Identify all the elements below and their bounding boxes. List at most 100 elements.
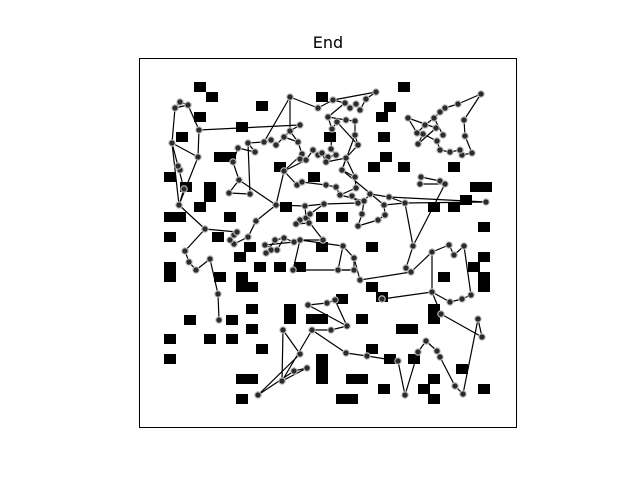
graph-edge [187,104,200,131]
obstacle-block [316,242,328,252]
graph-node [327,145,335,153]
graph-edge [178,204,206,230]
obstacle-block [428,394,440,404]
obstacle-block [368,162,380,172]
graph-node [441,104,449,112]
obstacle-block [376,112,388,122]
graph-node [175,201,183,209]
obstacle-block [236,282,248,292]
graph-node [436,108,444,116]
graph-node [226,236,234,244]
graph-node [404,114,412,122]
graph-node [363,352,371,360]
graph-node [260,138,268,146]
graph-node [409,242,417,250]
graph-node [246,190,254,198]
graph-node [280,167,288,175]
graph-edge [171,142,180,206]
chart-title: End [313,33,343,52]
obstacle-block [384,102,396,112]
graph-node [461,132,469,140]
graph-node [394,357,402,365]
graph-node [356,276,364,284]
obstacle-block [346,374,358,384]
graph-node [286,93,294,101]
graph-node [342,349,350,357]
obstacle-block [206,92,218,102]
graph-node [401,199,409,207]
graph-edge [359,271,412,281]
graph-node [184,101,192,109]
graph-node [380,201,388,209]
graph-node [446,298,454,306]
graph-node [306,210,314,218]
obstacle-block [366,282,378,292]
graph-node [296,350,304,358]
graph-node [296,121,304,129]
graph-node [366,190,374,198]
obstacle-block [480,182,492,192]
graph-edge [275,204,306,207]
graph-edge [171,107,176,144]
graph-edge [463,93,482,121]
graph-node [402,264,410,272]
graph-edge [292,239,301,271]
obstacle-block [246,324,258,334]
graph-node [244,233,252,241]
graph-node [235,176,243,184]
obstacle-block [212,232,224,242]
graph-node [334,266,342,274]
graph-edge [462,318,479,395]
obstacle-block [396,324,408,334]
graph-edge [217,293,220,321]
obstacle-block [346,394,358,404]
graph-node [181,247,189,255]
graph-edge [282,329,301,355]
graph-node [446,148,454,156]
graph-node [456,146,464,154]
graph-node [308,326,316,334]
graph-node [454,100,462,108]
graph-edge [404,202,414,247]
graph-node [414,140,422,148]
graph-node [201,225,209,233]
graph-edge [397,360,406,396]
graph-edge [431,291,442,315]
graph-node [348,192,356,200]
graph-node [174,162,182,170]
graph-node [289,266,297,274]
obstacle-block [380,152,392,162]
graph-node [273,246,281,254]
graph-edge [255,204,277,222]
obstacle-block [478,272,490,282]
graph-node [294,138,302,146]
obstacle-block [226,334,238,344]
graph-node [302,156,310,164]
obstacle-block [246,304,258,314]
graph-node [180,185,188,193]
graph-node [417,173,425,181]
graph-node [478,333,486,341]
graph-node [336,191,344,199]
graph-node [319,236,327,244]
graph-node [437,310,445,318]
graph-node [320,200,328,208]
graph-node [292,220,300,228]
graph-node [460,242,468,250]
graph-node [385,193,393,201]
obstacle-block [428,202,440,212]
graph-edge [263,96,291,143]
graph-node [354,141,362,149]
obstacle-block [236,374,248,384]
graph-node [244,139,252,147]
graph-edge [412,183,446,247]
obstacle-block [236,272,248,282]
graph-node [304,301,312,309]
graph-node [430,114,438,122]
graph-edge [404,201,487,204]
obstacle-block [274,162,286,172]
graph-node [168,139,176,147]
graph-node [477,90,485,98]
graph-node [474,315,482,323]
